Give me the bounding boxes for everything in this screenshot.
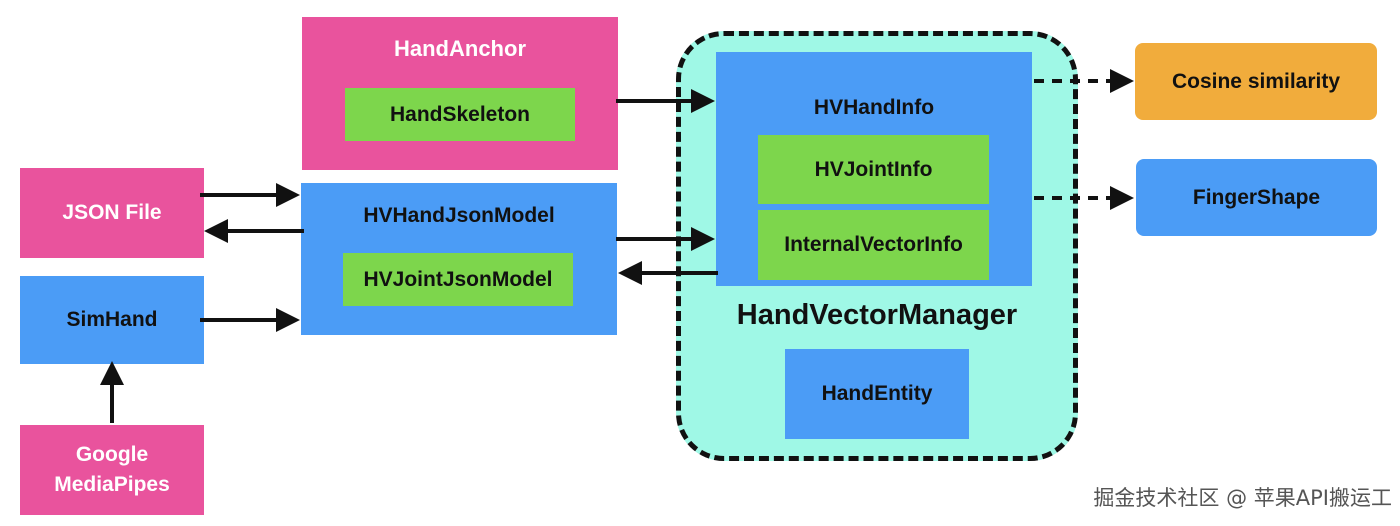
json-file-label: JSON File <box>62 201 162 224</box>
hand-vector-manager-label: HandVectorManager <box>736 298 1018 331</box>
cosine-similarity-label: Cosine similarity <box>1171 69 1341 93</box>
sim-hand-box: SimHand <box>20 276 204 364</box>
hv-joint-info-label: HVJointInfo <box>814 157 933 181</box>
hand-skeleton-box: HandSkeleton <box>345 88 575 141</box>
google-mediapipes-line1: Google <box>75 443 149 466</box>
internal-vector-info-label: InternalVectorInfo <box>784 233 963 256</box>
hand-entity-box: HandEntity <box>785 349 969 439</box>
hand-anchor-label: HandAnchor <box>394 36 526 61</box>
hv-hand-json-model-label: HVHandJsonModel <box>363 204 555 227</box>
finger-shape-box: FingerShape <box>1136 159 1377 236</box>
json-file-box: JSON File <box>20 168 204 258</box>
hand-skeleton-label: HandSkeleton <box>389 102 531 126</box>
google-mediapipes-box: Google MediaPipes <box>20 425 204 515</box>
sim-hand-label: SimHand <box>66 308 158 331</box>
hv-joint-json-model-box: HVJointJsonModel <box>343 253 573 306</box>
cosine-similarity-box: Cosine similarity <box>1135 43 1377 120</box>
hv-hand-info-label: HVHandInfo <box>813 96 935 119</box>
google-mediapipes-line2: MediaPipes <box>54 473 170 496</box>
hv-joint-info-box: HVJointInfo <box>758 135 989 204</box>
hv-joint-json-model-label: HVJointJsonModel <box>363 267 553 291</box>
hand-vector-manager-label-box: HandVectorManager <box>700 294 1054 336</box>
internal-vector-info-box: InternalVectorInfo <box>758 210 989 280</box>
watermark-text: 掘金技术社区 @ 苹果API搬运工 <box>1093 486 1392 510</box>
hand-entity-label: HandEntity <box>821 382 933 405</box>
finger-shape-label: FingerShape <box>1192 185 1321 209</box>
